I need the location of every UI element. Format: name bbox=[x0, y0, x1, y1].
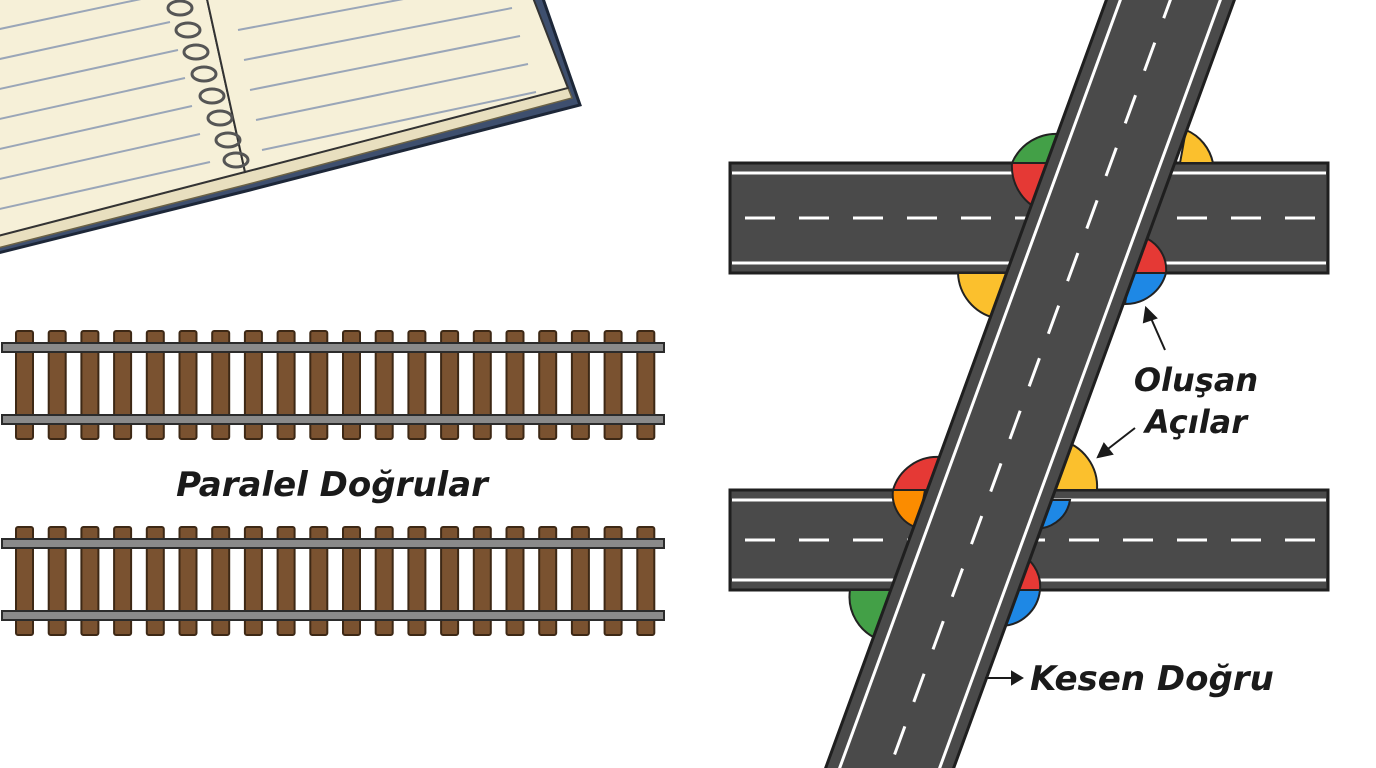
rail-tie bbox=[211, 526, 231, 636]
notebook-icon bbox=[0, 0, 582, 255]
transversal-label: Kesen Doğru bbox=[1030, 659, 1274, 699]
rail-tie bbox=[276, 526, 296, 636]
rail-tie bbox=[80, 526, 100, 636]
rail-line bbox=[1, 538, 665, 549]
rail-tie bbox=[243, 330, 263, 440]
rail-tie bbox=[47, 330, 67, 440]
rail-tie bbox=[407, 330, 427, 440]
rail-tie bbox=[178, 330, 198, 440]
formed-angles-label-line1: Oluşan bbox=[1134, 361, 1258, 399]
rail-track-top bbox=[1, 330, 665, 440]
rail-tie bbox=[47, 526, 67, 636]
rail-tie bbox=[636, 330, 656, 440]
rail-tie bbox=[570, 526, 590, 636]
rail-tie bbox=[472, 526, 492, 636]
rail-line bbox=[1, 610, 665, 621]
angle-marker-yellow bbox=[1178, 128, 1215, 164]
parallel-lines-label: Paralel Doğrular bbox=[176, 465, 490, 505]
rail-tie bbox=[309, 330, 329, 440]
notebook-left-page bbox=[0, 0, 247, 237]
notebook-right-page bbox=[206, 0, 570, 174]
notebook-left-lines bbox=[0, 0, 211, 210]
rail-tie bbox=[342, 526, 361, 636]
rail-line bbox=[1, 414, 665, 425]
rail-tie bbox=[243, 526, 263, 636]
rail-tie bbox=[276, 330, 296, 440]
rail-tie bbox=[472, 330, 492, 440]
rail-tie bbox=[570, 330, 590, 440]
rail-tie bbox=[538, 330, 558, 440]
rail-tie bbox=[145, 330, 165, 440]
rail-tie bbox=[636, 526, 656, 636]
rail-tie bbox=[407, 526, 427, 636]
arrow-icon bbox=[1096, 427, 1136, 459]
notebook-right-lines bbox=[237, 0, 537, 151]
arrow-icon bbox=[985, 670, 1024, 686]
rail-tie bbox=[342, 330, 361, 440]
rail-tie bbox=[505, 526, 525, 636]
rail-tie bbox=[374, 526, 394, 636]
rail-tie bbox=[440, 526, 460, 636]
rail-tie bbox=[538, 526, 558, 636]
spiral-binding bbox=[166, 0, 250, 169]
rail-tie bbox=[178, 526, 198, 636]
rail-tie bbox=[113, 526, 133, 636]
rail-tie bbox=[15, 330, 34, 440]
rail-tie bbox=[211, 330, 231, 440]
rail-track-bottom bbox=[1, 526, 665, 636]
rail-tie bbox=[505, 330, 525, 440]
rail-tie bbox=[145, 526, 165, 636]
arrow-icon bbox=[1142, 305, 1166, 351]
formed-angles-label-line2: Açılar bbox=[1142, 403, 1249, 441]
angle-marker-blue bbox=[1123, 272, 1168, 306]
rail-tie bbox=[603, 330, 623, 440]
rail-tie bbox=[440, 330, 460, 440]
rail-tie bbox=[603, 526, 623, 636]
rail-tie bbox=[80, 330, 100, 440]
rail-tie bbox=[374, 330, 394, 440]
rail-tie bbox=[113, 330, 133, 440]
transversal-road bbox=[824, 0, 1236, 768]
rail-tie bbox=[309, 526, 329, 636]
rail-line bbox=[1, 342, 665, 353]
rail-tie bbox=[15, 526, 34, 636]
